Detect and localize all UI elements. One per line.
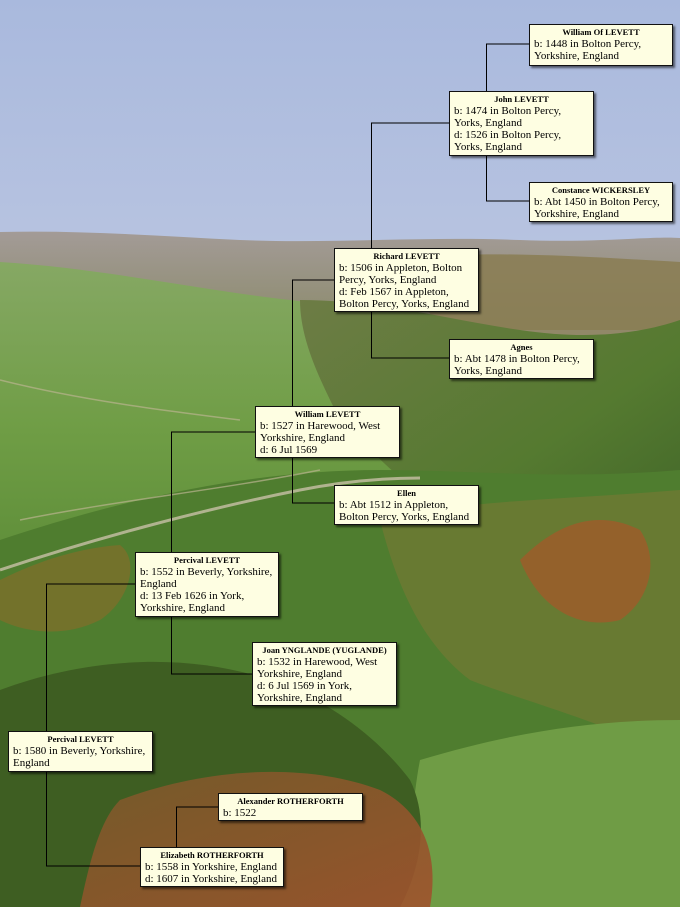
person-birth: b: 1506 in Appleton, Bolton Percy, Yorks…	[339, 262, 463, 286]
person-birth: b: 1580 in Beverly, Yorkshire, England	[13, 745, 146, 769]
person-birth: b: 1527 in Harewood, West Yorkshire, Eng…	[260, 420, 381, 444]
person-name: John LEVETT	[494, 94, 549, 104]
person-name: Percival LEVETT	[173, 555, 241, 565]
person-death: d: Feb 1567 in Appleton, Bolton Percy, Y…	[339, 286, 470, 310]
person-birth: b: 1558 in Yorkshire, England	[145, 861, 277, 873]
person-card-william-of-levett[interactable]: William Of LEVETT b: 1448 in Bolton Perc…	[529, 24, 673, 66]
person-name: Alexander ROTHERFORTH	[237, 796, 344, 806]
person-birth: b: 1522	[223, 807, 257, 819]
connector-william-to-mother	[292, 458, 335, 504]
person-name: Constance WICKERSLEY	[551, 185, 651, 195]
person-name: Percival LEVETT	[47, 734, 114, 744]
person-card-constance-wickersley[interactable]: Constance WICKERSLEY b: Abt 1450 in Bolt…	[529, 182, 673, 222]
person-birth: b: 1448 in Bolton Percy, Yorkshire, Engl…	[534, 38, 642, 62]
connector-john-to-father	[486, 43, 530, 91]
person-birth: b: Abt 1512 in Appleton, Bolton Percy, Y…	[339, 499, 470, 523]
connector-percival-1580-to-father	[46, 583, 136, 731]
valley-road	[0, 476, 421, 572]
person-card-alexander-rotherforth[interactable]: Alexander ROTHERFORTH b: 1522	[218, 793, 363, 821]
person-card-elizabeth-rotherforth[interactable]: Elizabeth ROTHERFORTH b: 1558 in Yorkshi…	[140, 847, 284, 887]
stone-wall	[19, 469, 321, 521]
person-birth: b: 1552 in Beverly, Yorkshire, England	[140, 566, 273, 590]
person-death: d: 13 Feb 1626 in York, Yorkshire, Engla…	[140, 590, 245, 614]
person-card-john-levett[interactable]: John LEVETT b: 1474 in Bolton Percy, Yor…	[449, 91, 594, 156]
person-name: Ellen	[397, 488, 416, 498]
connector-percival-1580-to-mother	[46, 772, 141, 867]
connector-percival-to-father	[171, 431, 256, 552]
person-name: William LEVETT	[294, 409, 361, 419]
person-death: d: 1526 in Bolton Percy, Yorks, England	[454, 129, 562, 153]
person-birth: b: 1532 in Harewood, West Yorkshire, Eng…	[257, 656, 378, 680]
person-name: Agnes	[510, 342, 533, 352]
person-death: d: 6 Jul 1569 in York, Yorkshire, Englan…	[257, 680, 353, 704]
person-birth: b: 1474 in Bolton Percy, Yorks, England	[454, 105, 562, 129]
stone-wall	[0, 379, 241, 421]
person-card-ellen[interactable]: Ellen b: Abt 1512 in Appleton, Bolton Pe…	[334, 485, 479, 525]
connector-elizabeth-to-father	[176, 806, 219, 847]
person-card-agnes[interactable]: Agnes b: Abt 1478 in Bolton Percy, Yorks…	[449, 339, 594, 379]
person-card-percival-levett-1580[interactable]: Percival LEVETT b: 1580 in Beverly, York…	[8, 731, 153, 772]
near-grass-slope	[400, 720, 680, 907]
person-birth: b: Abt 1450 in Bolton Percy, Yorkshire, …	[534, 196, 660, 220]
connector-richard-to-mother	[371, 312, 450, 359]
left-autumn-trees	[0, 545, 131, 632]
person-name: William Of LEVETT	[562, 27, 640, 37]
person-card-percival-levett-1552[interactable]: Percival LEVETT b: 1552 in Beverly, York…	[135, 552, 279, 617]
autumn-tree	[520, 520, 651, 623]
person-name: Elizabeth ROTHERFORTH	[160, 850, 264, 860]
person-name: Joan YNGLANDE (YUGLANDE)	[262, 645, 387, 655]
person-card-richard-levett[interactable]: Richard LEVETT b: 1506 in Appleton, Bolt…	[334, 248, 479, 312]
connector-richard-to-father	[371, 122, 450, 248]
person-card-william-levett[interactable]: William LEVETT b: 1527 in Harewood, West…	[255, 406, 400, 458]
connector-william-to-father	[292, 279, 335, 406]
connector-percival-to-mother	[171, 617, 253, 675]
person-death: d: 6 Jul 1569	[260, 444, 318, 456]
connector-john-to-mother	[486, 156, 530, 202]
person-card-joan-ynglande[interactable]: Joan YNGLANDE (YUGLANDE) b: 1532 in Hare…	[252, 642, 397, 706]
person-name: Richard LEVETT	[373, 251, 440, 261]
person-death: d: 1607 in Yorkshire, England	[145, 873, 277, 885]
person-birth: b: Abt 1478 in Bolton Percy, Yorks, Engl…	[454, 353, 580, 377]
